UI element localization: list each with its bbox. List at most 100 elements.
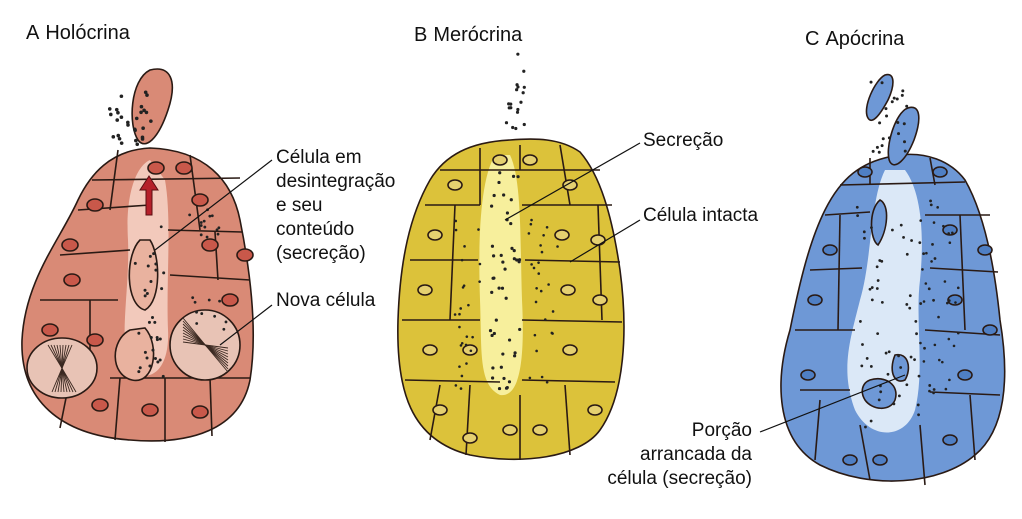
label-disintegrating-cell: Célula em desintegração e seu conteúdo (… [276,146,395,266]
secretion-granule [199,233,203,237]
nucleus [417,284,433,296]
secretion-granule [501,260,505,264]
leader-lines [154,142,906,433]
secretion-granule [511,174,516,178]
secretion-granule [453,313,457,316]
cell-boundary [824,211,871,216]
label-line: Porção [691,420,752,441]
secretion-granule [875,145,879,149]
secretion-granule [885,114,889,118]
nucleus [872,454,888,466]
secretion-granule [862,230,866,234]
secretion-granule [543,318,547,321]
secretion-granule [517,258,522,262]
secretion-granule [133,128,137,133]
label-line: (secreção) [276,243,366,264]
secretion-granule [216,232,220,236]
secretion-granule [877,150,881,154]
secretion-granule [497,286,501,290]
secretion-granule [140,137,145,141]
secretion-granule [138,366,142,370]
secretion-granule [148,254,152,258]
nucleus [842,454,858,466]
secretion-granule [880,144,884,148]
secretion-granule [499,253,503,257]
nucleus [857,166,873,178]
secretion-granule [924,282,928,285]
secretion-granule [899,366,903,369]
secretion-granule [881,137,885,141]
secretion-granule [458,325,461,329]
secretion-granule [193,300,197,304]
cell-boundary [929,267,999,273]
secretion-granule [146,264,150,268]
secretion-granule [900,93,904,97]
panel-c-letter: C [805,28,820,50]
apocrine-gland [780,73,1006,486]
secretion-granule [494,318,498,322]
nucleus [462,432,478,444]
secretion-granule [109,112,113,117]
cell-boundary [969,394,976,461]
leader-line [219,304,273,346]
detached-portion [861,378,897,410]
secretion-granule [897,394,901,398]
secretion-granule [530,218,533,222]
secretion-granule [463,245,466,248]
secretion-granule [539,244,542,247]
nucleus [562,179,578,191]
nucleus [201,238,219,252]
secretion-granule [878,121,882,125]
secretion-granule [188,213,192,217]
nucleus [422,344,438,356]
nucleus [807,294,823,306]
secretion-granule [516,107,520,112]
secretion-granule [927,287,931,291]
secretion-granule [512,257,516,261]
nucleus [41,323,59,337]
secretion-granule [478,262,482,266]
secretion-granule [918,241,922,245]
secretion-granule [532,266,536,270]
secretion-granule [145,356,149,360]
secretion-granule [537,272,541,275]
secretion-granule [149,336,153,340]
nucleus [532,424,548,436]
secretion-granule [870,226,873,230]
detached-portion [865,73,894,122]
secretion-granule [892,402,896,406]
detached-portion [887,106,920,166]
nucleus [91,398,109,412]
nucleus [800,369,816,381]
secretion-granule [126,123,130,127]
secretion-granule [143,294,147,298]
secretion-granule [512,249,516,253]
cell-boundary [91,177,241,181]
secretion-granule [507,380,512,384]
secretion-granule [460,341,464,345]
secretion-granule [860,364,864,368]
cell-boundary [209,377,213,437]
secretion-granule [454,384,458,387]
nucleus [141,403,159,417]
secretion-granule [895,97,899,101]
secretion-granule [899,223,903,227]
merocrine-gland [397,52,625,461]
cell-boundary [59,249,131,256]
secretion-granule [537,261,540,264]
secretion-granule [869,80,873,84]
secretion-granule [158,358,162,362]
secretion-granule [490,244,495,248]
nucleus [982,324,998,336]
secretion-granule [500,286,505,290]
secretion-granule [515,88,519,92]
secretion-granule [144,110,149,115]
secretion-granule [202,219,206,223]
nucleus [432,404,448,416]
secretion-granule [922,300,926,303]
secretion-granule [134,138,138,143]
secretion-granule [534,300,538,304]
